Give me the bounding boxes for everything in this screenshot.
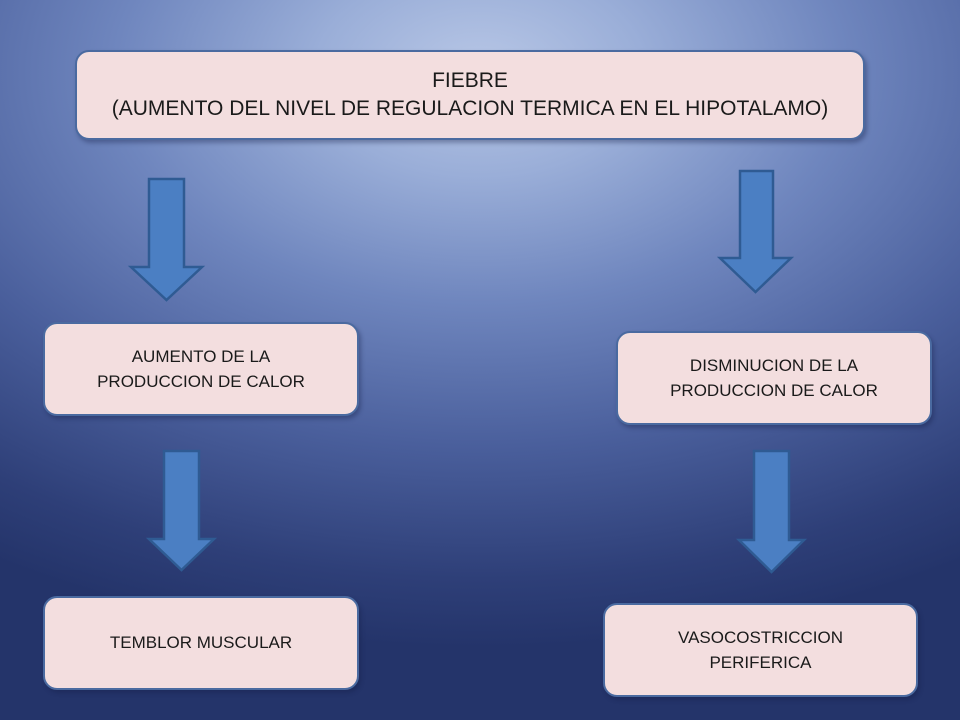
vasocostriccion-line-2: PERIFERICA xyxy=(709,653,812,672)
temblor-line-1: TEMBLOR MUSCULAR xyxy=(109,633,293,653)
fiebre-node-text: FIEBRE (AUMENTO DEL NIVEL DE REGULACION … xyxy=(112,67,828,124)
temblor-muscular-text: TEMBLOR MUSCULAR xyxy=(110,630,292,656)
vasocostriccion-periferica-text: VASOCOSTRICCION PERIFERICA xyxy=(678,625,843,676)
aumento-line-2: PRODUCCION DE CALOR xyxy=(97,372,305,391)
disminucion-produccion-calor-node: DISMINUCION DE LA PRODUCCION DE CALOR xyxy=(616,331,932,425)
disminucion-line-1: DISMINUCION DE LA xyxy=(689,355,859,375)
down-arrow-icon xyxy=(127,177,206,302)
fiebre-title: FIEBRE xyxy=(432,68,508,92)
down-arrow-icon xyxy=(735,449,808,574)
aumento-produccion-calor-node: AUMENTO DE LA PRODUCCION DE CALOR xyxy=(43,322,359,416)
down-arrow-icon xyxy=(145,449,218,572)
vasocostriccion-periferica-node: VASOCOSTRICCION PERIFERICA xyxy=(603,603,918,697)
aumento-produccion-calor-text: AUMENTO DE LA PRODUCCION DE CALOR xyxy=(97,344,305,395)
temblor-muscular-node: TEMBLOR MUSCULAR xyxy=(43,596,359,690)
disminucion-produccion-calor-text: DISMINUCION DE LA PRODUCCION DE CALOR xyxy=(670,353,878,404)
down-arrow-icon xyxy=(716,169,795,294)
aumento-line-1: AUMENTO DE LA xyxy=(131,346,271,366)
fiebre-node: FIEBRE (AUMENTO DEL NIVEL DE REGULACION … xyxy=(75,50,865,140)
disminucion-line-2: PRODUCCION DE CALOR xyxy=(670,381,878,400)
vasocostriccion-line-1: VASOCOSTRICCION xyxy=(678,627,843,647)
fiebre-description: (AUMENTO DEL NIVEL DE REGULACION TERMICA… xyxy=(111,97,829,120)
